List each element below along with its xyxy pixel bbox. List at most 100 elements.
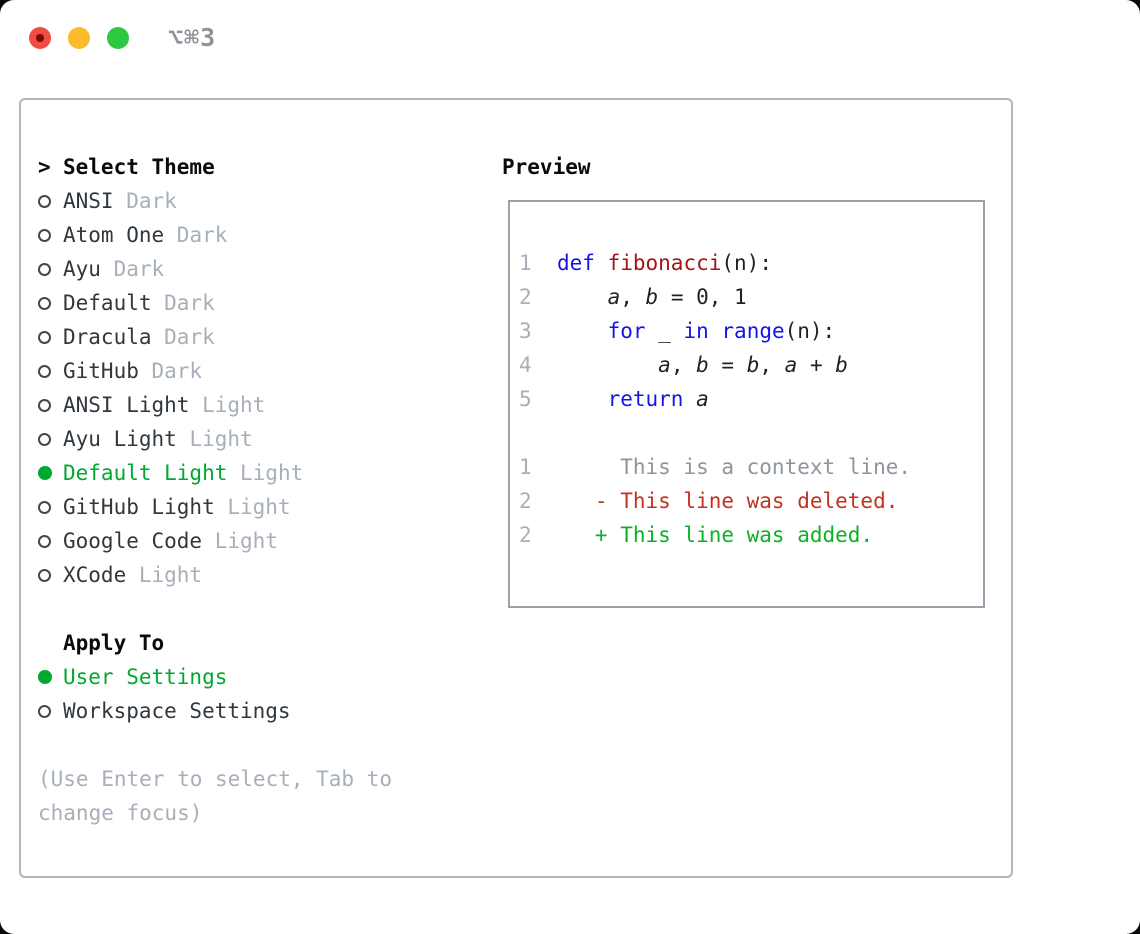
theme-item[interactable]: Atom One Dark	[38, 218, 470, 252]
theme-variant: Light	[227, 495, 291, 519]
line-number: 5	[519, 387, 532, 411]
code-segment	[557, 285, 608, 309]
code-segment	[557, 387, 608, 411]
close-button-icon[interactable]	[29, 27, 51, 49]
code-segment: _	[645, 319, 684, 343]
radio-icon	[38, 704, 51, 718]
radio-cell	[38, 534, 63, 548]
maximize-button-icon[interactable]	[107, 27, 129, 49]
preview-line: 2 + This line was added.	[519, 518, 983, 552]
theme-variant: Dark	[164, 291, 215, 315]
radio-cell	[38, 364, 63, 378]
radio-icon	[38, 534, 51, 548]
theme-variant: Dark	[151, 359, 203, 383]
code-segment: (n):	[784, 319, 836, 343]
code-segment: This is a context line.	[557, 455, 912, 479]
select-theme-header-row: > Select Theme	[38, 150, 470, 184]
apply-option[interactable]: User Settings	[38, 660, 470, 694]
radio-cell	[38, 432, 63, 446]
apply-option-label: User Settings	[63, 665, 228, 689]
theme-item[interactable]: GitHub Dark	[38, 354, 470, 388]
theme-item[interactable]: ANSI Light Light	[38, 388, 470, 422]
radio-cell	[38, 568, 63, 582]
radio-icon	[38, 296, 51, 310]
theme-item[interactable]: Dracula Dark	[38, 320, 470, 354]
preview-line: 2 a, b = 0, 1	[519, 280, 983, 314]
code-segment: (n):	[721, 251, 772, 275]
apply-to-header: Apply To	[63, 631, 165, 655]
theme-name: Default	[63, 291, 152, 315]
code-segment	[709, 319, 722, 343]
apply-to-header-row: Apply To	[38, 626, 470, 660]
line-number: 1	[519, 455, 532, 479]
radio-icon	[38, 262, 51, 276]
theme-variant: Dark	[113, 257, 165, 281]
preview-line: 5 return a	[519, 382, 983, 416]
code-segment: +	[797, 353, 836, 377]
radio-icon	[38, 432, 51, 446]
focus-caret-icon: >	[38, 155, 51, 179]
theme-name: Default Light	[63, 461, 228, 485]
radio-icon	[38, 228, 51, 242]
theme-name: Dracula	[63, 325, 152, 349]
code-segment: range	[721, 319, 785, 343]
code-segment: ,	[759, 353, 785, 377]
theme-name: GitHub Light	[63, 495, 215, 519]
theme-variant: Dark	[164, 325, 215, 349]
code-segment: return	[607, 387, 684, 411]
code-segment: b	[645, 285, 659, 309]
line-number: 2	[519, 285, 532, 309]
radio-cell	[38, 704, 63, 718]
line-number: 2	[519, 489, 532, 513]
line-number: 1	[519, 251, 532, 275]
preview-line: 2 - This line was deleted.	[519, 484, 983, 518]
radio-icon	[38, 194, 51, 208]
code-segment: b	[835, 353, 848, 377]
code-segment	[557, 353, 658, 377]
radio-cell	[38, 194, 63, 208]
theme-name: ANSI	[63, 189, 114, 213]
theme-item[interactable]: GitHub Light Light	[38, 490, 470, 524]
code-segment: in	[683, 319, 709, 343]
titlebar: ⌥⌘3	[29, 25, 216, 50]
radio-icon	[38, 364, 51, 378]
line-number: 4	[519, 353, 532, 377]
code-segment: ,	[620, 285, 646, 309]
radio-cell	[38, 466, 63, 480]
radio-cell	[38, 500, 63, 514]
keyboard-hint: (Use Enter to select, Tab to change focu…	[38, 767, 393, 825]
code-segment: b	[746, 353, 760, 377]
theme-name: GitHub	[63, 359, 139, 383]
code-segment: def	[557, 251, 595, 275]
radio-cell	[38, 296, 63, 310]
theme-variant: Dark	[176, 223, 228, 247]
select-theme-header: Select Theme	[63, 155, 215, 179]
theme-name: ANSI Light	[63, 393, 190, 417]
code-segment	[595, 251, 608, 275]
line-number: 2	[519, 523, 532, 547]
apply-option-label: Workspace Settings	[63, 699, 291, 723]
minimize-button-icon[interactable]	[68, 27, 90, 49]
preview-line: 3 for _ in range(n):	[519, 314, 983, 348]
theme-variant: Light	[189, 427, 253, 451]
preview-line	[519, 416, 983, 450]
code-segment: b	[696, 353, 709, 377]
theme-name: Google Code	[63, 529, 203, 553]
apply-option[interactable]: Workspace Settings	[38, 694, 470, 728]
radio-icon	[38, 568, 51, 582]
theme-variant: Light	[202, 393, 266, 417]
theme-item[interactable]: Default Dark	[38, 286, 470, 320]
theme-name: Atom One	[63, 223, 165, 247]
